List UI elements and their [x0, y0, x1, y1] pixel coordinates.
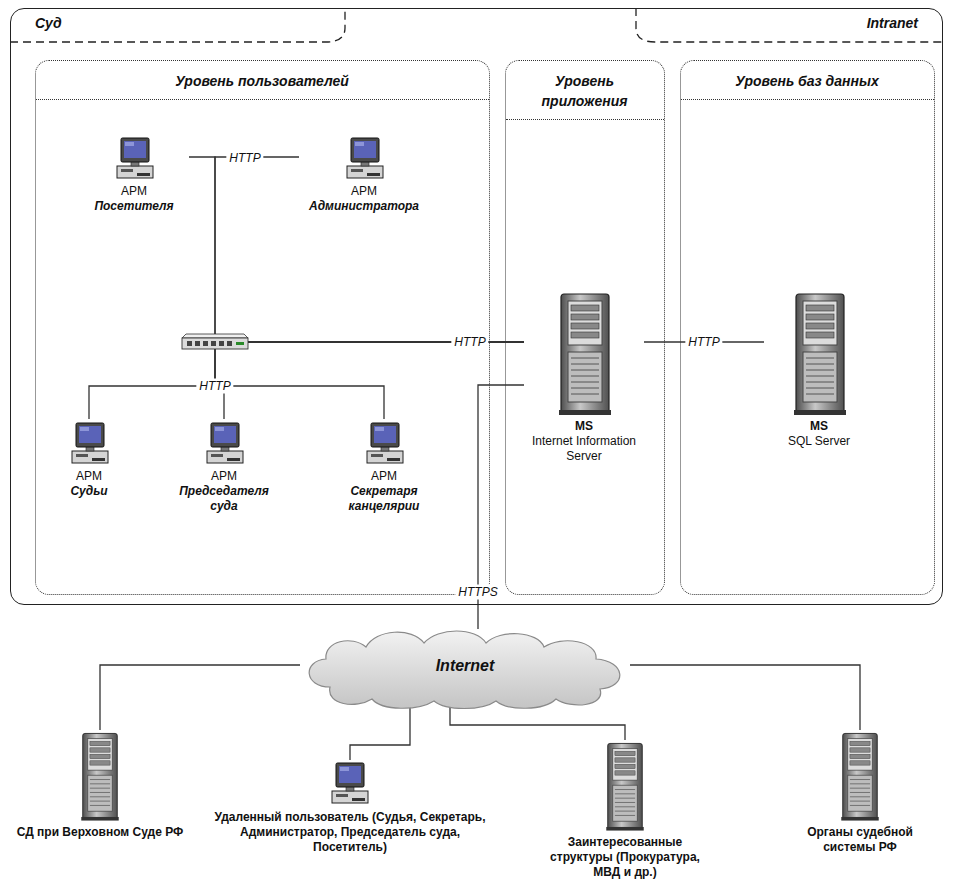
network-link — [189, 157, 524, 342]
external-server-node: СД при Верховном Суде РФ — [15, 730, 185, 842]
node-label: АРМ — [164, 469, 284, 484]
network-link — [100, 665, 300, 730]
external-server-node: Заинтересованные структуры (Прокуратура,… — [540, 740, 710, 882]
node-label: АРМ — [79, 184, 189, 199]
zone-title: Intranet — [867, 15, 918, 33]
node-label: АРМ — [44, 469, 134, 484]
server-icon — [606, 743, 643, 830]
workstation-node: Удаленный пользователь (Судья, Секретарь… — [210, 760, 490, 857]
cloud-label: Internet — [436, 656, 495, 676]
node-label: Посетителя — [79, 199, 189, 214]
network-link — [215, 157, 524, 342]
external-server-node: Органы судебной системы РФ — [780, 730, 940, 857]
node-label: Судьи — [44, 484, 134, 499]
workstation-node: АРМПосетителя — [79, 134, 189, 216]
workstation-node: АРМСудьи — [44, 419, 134, 501]
node-label: MS — [764, 419, 874, 434]
protocol-label: HTTPS — [455, 585, 500, 600]
workstation-node: АРМСекретаря канцелярии — [319, 419, 449, 516]
protocol-label: HTTP — [685, 335, 722, 350]
node-label: SQL Server — [764, 434, 874, 449]
server-icon — [559, 294, 611, 415]
node-label: Заинтересованные структуры (Прокуратура,… — [540, 835, 710, 880]
server-node: MSInternet Information Server — [524, 289, 644, 466]
node-label: Internet Information Server — [524, 434, 644, 464]
network-link — [450, 706, 625, 740]
server-node: MSSQL Server — [764, 289, 874, 451]
zone-divider — [10, 8, 345, 42]
workstation-icon — [367, 423, 403, 463]
workstation-icon — [207, 423, 243, 463]
network-switch — [182, 334, 248, 349]
zone-divider — [636, 8, 943, 42]
workstation-node: АРМАдминистратора — [299, 134, 429, 216]
node-label: Органы судебной системы РФ — [780, 825, 940, 855]
server-icon — [81, 733, 118, 820]
node-label: Администратора — [299, 199, 429, 214]
workstation-icon — [117, 138, 153, 178]
node-label: АРМ — [319, 469, 449, 484]
node-label: Удаленный пользователь (Судья, Секретарь… — [210, 810, 490, 855]
tier-panel: Уровень пользователейАРМПосетителяАРМАдм… — [35, 60, 490, 595]
tier-title: Уровень приложения — [506, 61, 664, 121]
workstation-icon — [72, 423, 108, 463]
node-label: Председателя суда — [164, 484, 284, 514]
server-icon — [841, 733, 878, 820]
tier-title: Уровень баз данных — [681, 61, 934, 100]
node-label: MS — [524, 419, 644, 434]
court-boundary: СудIntranetУровень пользователейАРМПосет… — [10, 8, 943, 605]
node-label: Секретаря канцелярии — [319, 484, 449, 514]
protocol-label: HTTP — [226, 151, 263, 166]
tier-panel: Уровень баз данныхMSSQL Server — [680, 60, 935, 595]
protocol-label: HTTP — [196, 379, 233, 394]
workstation-icon — [332, 763, 368, 803]
network-link — [89, 342, 524, 419]
tier-title: Уровень пользователей — [36, 61, 489, 100]
server-icon — [794, 294, 846, 415]
cloud-outline — [309, 631, 620, 709]
network-link — [630, 665, 860, 730]
protocol-label: HTTP — [451, 335, 488, 350]
network-link — [350, 706, 410, 760]
tier-panel: Уровень приложенияMSInternet Information… — [505, 60, 665, 595]
workstation-node: АРМПредседателя суда — [164, 419, 284, 516]
zone-title: Суд — [35, 15, 62, 33]
node-label: СД при Верховном Суде РФ — [15, 825, 185, 840]
internet-cloud: Internet — [300, 625, 630, 710]
node-label: АРМ — [299, 184, 429, 199]
workstation-icon — [347, 138, 383, 178]
